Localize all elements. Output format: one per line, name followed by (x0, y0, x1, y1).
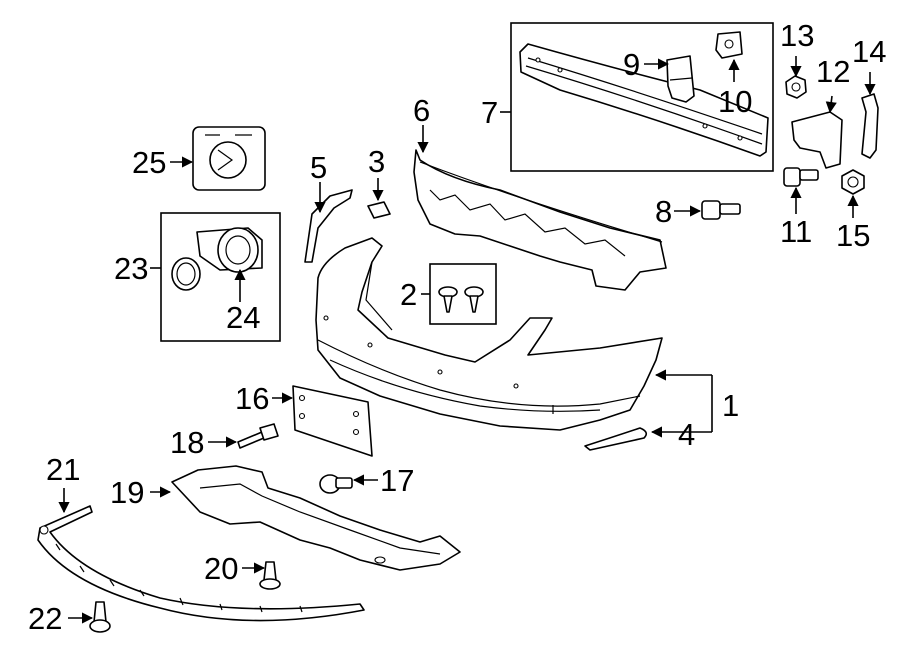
callout-23: 23 (114, 251, 148, 286)
nut-15 (841, 169, 865, 195)
nut-13 (785, 75, 807, 99)
callout-13: 13 (780, 18, 814, 53)
bumper-lower-edge (317, 339, 641, 407)
callout-6: 6 (413, 93, 430, 128)
push-pin-pair (438, 286, 484, 313)
leader-lines (58, 56, 876, 624)
camera-bezel-25 (192, 126, 266, 191)
callout-14: 14 (852, 34, 886, 69)
callout-4: 4 (678, 417, 695, 452)
callout-2: 2 (400, 277, 417, 312)
bolt-11 (783, 167, 819, 187)
lower-trim-21 (37, 505, 365, 622)
clip-3 (367, 201, 391, 219)
deflector-ribs (199, 483, 441, 555)
absorber-top-edge (419, 161, 663, 243)
bracket-12 (791, 111, 843, 169)
callout-17: 17 (380, 463, 414, 498)
reflector-strip-4 (584, 427, 648, 451)
leader-1 (656, 375, 713, 432)
sensor-ring-23 (171, 257, 201, 291)
trim-notches (55, 543, 303, 613)
callout-15: 15 (836, 218, 870, 253)
callout-22: 22 (28, 601, 62, 636)
bumper-grille-line (329, 359, 601, 412)
impact-bar-rib (527, 57, 763, 135)
callout-21: 21 (46, 452, 80, 487)
leader-12 (825, 95, 837, 114)
sensor-24 (196, 227, 263, 273)
callout-5: 5 (310, 150, 327, 185)
bumper-cover (315, 237, 663, 431)
energy-absorber (413, 149, 667, 291)
push-clip-22 (89, 601, 111, 633)
callout-9: 9 (623, 47, 640, 82)
callout-10: 10 (718, 84, 752, 119)
license-bracket-16 (292, 385, 373, 457)
callout-1: 1 (722, 388, 739, 423)
bolt-8 (701, 200, 741, 220)
push-clip-20 (259, 561, 281, 590)
impact-bar-rib-lower (525, 65, 763, 145)
callout-11: 11 (780, 214, 812, 249)
callout-18: 18 (170, 425, 204, 460)
callout-24: 24 (226, 300, 260, 335)
callout-8: 8 (655, 194, 672, 229)
callout-20: 20 (204, 551, 238, 586)
callout-16: 16 (235, 381, 269, 416)
bolt-17 (319, 474, 353, 494)
callout-7: 7 (481, 95, 498, 130)
impact-bar-group (510, 22, 774, 172)
callout-3: 3 (368, 144, 385, 179)
callout-25: 25 (132, 145, 166, 180)
sensor-frame (160, 212, 281, 342)
bracket-14 (861, 93, 879, 159)
callout-12: 12 (816, 54, 850, 89)
callout-19: 19 (110, 475, 144, 510)
bumper-left-opening (365, 261, 393, 331)
screw-18 (237, 423, 279, 449)
callout-numbers: 1 2 3 4 5 6 7 8 9 10 11 12 13 14 15 16 1… (28, 18, 886, 636)
absorber-ribs (429, 189, 626, 257)
impact-bar-frame (510, 22, 774, 172)
